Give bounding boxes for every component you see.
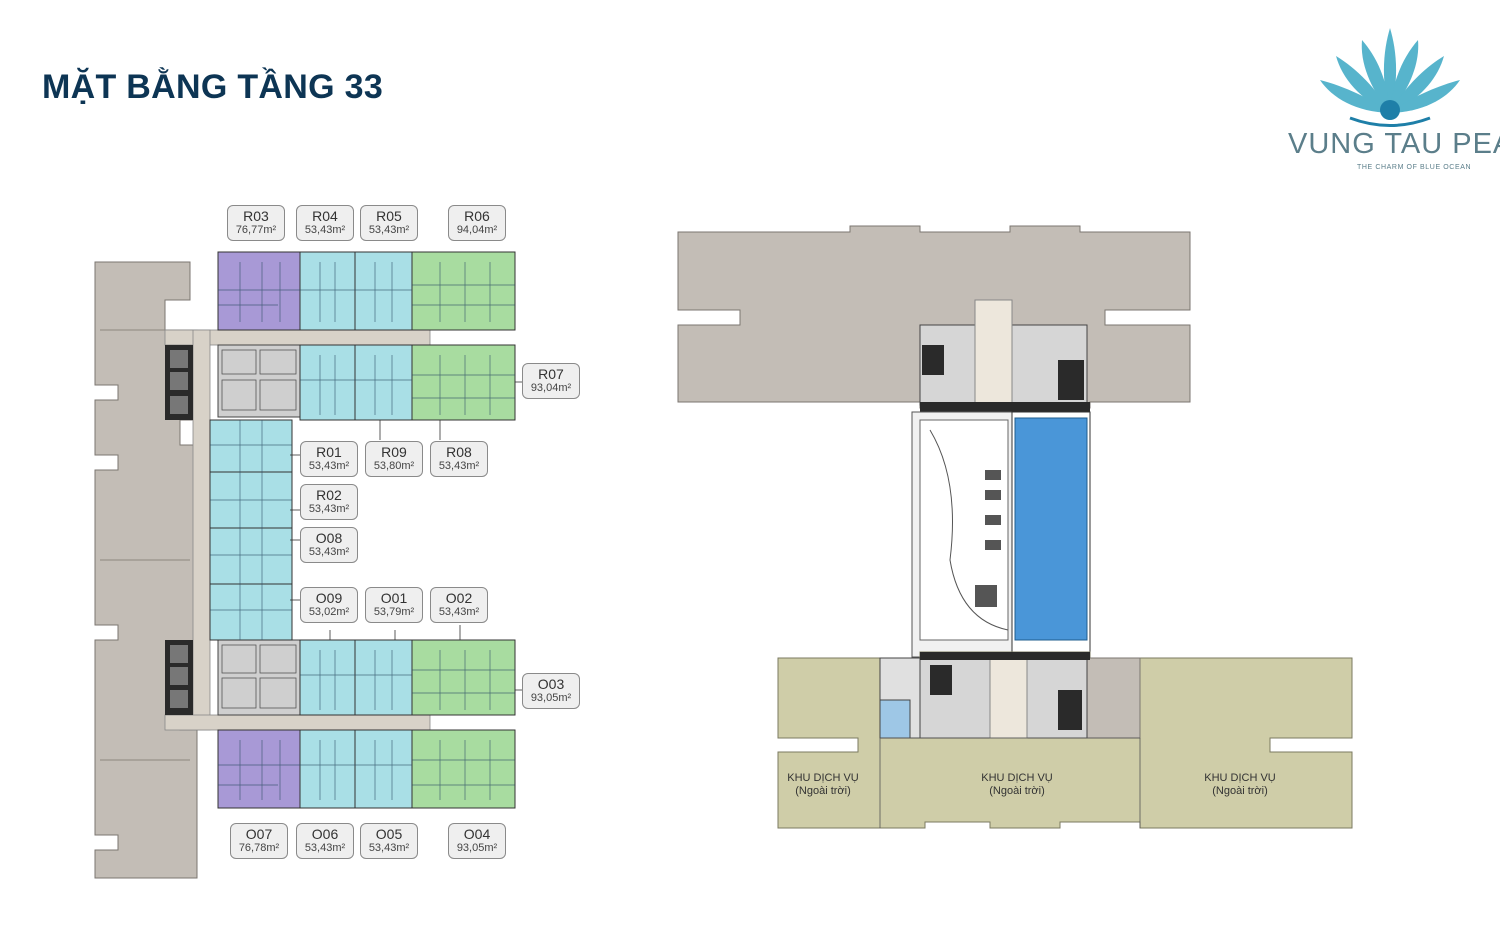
unit-area: 53,43m² [438, 606, 480, 618]
service-zone-center: KHU DỊCH VỤ (Ngoài trời) [952, 772, 1082, 798]
service-core-lower [217, 639, 301, 716]
unit-area: 93,05m² [456, 842, 498, 854]
unit-code: R06 [464, 208, 490, 224]
unit-code: R08 [446, 444, 472, 460]
service-core-upper [217, 344, 301, 418]
zone-note: (Ngoài trời) [989, 785, 1045, 797]
unit-o03 [411, 639, 516, 716]
unit-area: 53,43m² [308, 503, 350, 515]
unit-code: O02 [445, 590, 473, 606]
unit-area: 94,04m² [456, 224, 498, 236]
unit-code: O04 [463, 826, 491, 842]
zone-name: KHU DỊCH VỤ [1204, 772, 1276, 784]
unit-area: 93,04m² [530, 382, 572, 394]
unit-code: R02 [316, 487, 342, 503]
lotus-logo-icon [1320, 28, 1460, 127]
unit-area: 53,43m² [304, 224, 346, 236]
unit-code: O06 [311, 826, 339, 842]
brand-tagline: THE CHARM OF BLUE OCEAN [1357, 164, 1472, 171]
unit-area: 53,79m² [373, 606, 415, 618]
unit-code: O08 [315, 530, 343, 546]
service-zone-east: KHU DỊCH VỤ (Ngoài trời) [1175, 772, 1305, 798]
unit-code: R05 [376, 208, 402, 224]
unit-code: R09 [381, 444, 407, 460]
page-title: MẶT BẰNG TẦNG 33 [42, 68, 384, 106]
unit-r07 [411, 344, 516, 421]
unit-area: 53,43m² [308, 546, 350, 558]
unit-area: 76,78m² [238, 842, 280, 854]
unit-o04 [411, 729, 516, 809]
unit-o01 [299, 639, 356, 716]
unit-area: 76,77m² [235, 224, 277, 236]
unit-code: O07 [245, 826, 273, 842]
unit-area: 53,43m² [308, 460, 350, 472]
unit-code: O01 [380, 590, 408, 606]
unit-code: R04 [312, 208, 338, 224]
unit-o05 [354, 729, 413, 809]
unit-o07 [217, 729, 301, 809]
service-zone-west: KHU DỊCH VỤ (Ngoài trời) [758, 772, 888, 798]
unit-code: R03 [243, 208, 269, 224]
zone-note: (Ngoài trời) [795, 785, 851, 797]
south-grey-tower [1086, 657, 1141, 739]
unit-code: O03 [537, 676, 565, 692]
zone-name: KHU DỊCH VỤ [981, 772, 1053, 784]
unit-r05 [354, 251, 413, 331]
zone-name: KHU DỊCH VỤ [787, 772, 859, 784]
unit-o08 [209, 527, 293, 585]
unit-r01 [209, 419, 293, 473]
brand-name: VUNG TAU PEA [1288, 128, 1500, 160]
unit-code: O05 [375, 826, 403, 842]
zone-note: (Ngoài trời) [1212, 785, 1268, 797]
unit-area: 53,02m² [308, 606, 350, 618]
unit-o06 [299, 729, 356, 809]
unit-code: O09 [315, 590, 343, 606]
unit-code: R01 [316, 444, 342, 460]
unit-area: 93,05m² [530, 692, 572, 704]
unit-area: 53,43m² [304, 842, 346, 854]
unit-r06 [411, 251, 516, 331]
unit-o09 [209, 583, 293, 641]
unit-o02 [354, 639, 413, 716]
unit-area: 53,43m² [438, 460, 480, 472]
unit-code: R07 [538, 366, 564, 382]
unit-area: 53,80m² [373, 460, 415, 472]
unit-area: 53,43m² [368, 842, 410, 854]
unit-area: 53,43m² [368, 224, 410, 236]
swimming-pool [1014, 417, 1088, 641]
